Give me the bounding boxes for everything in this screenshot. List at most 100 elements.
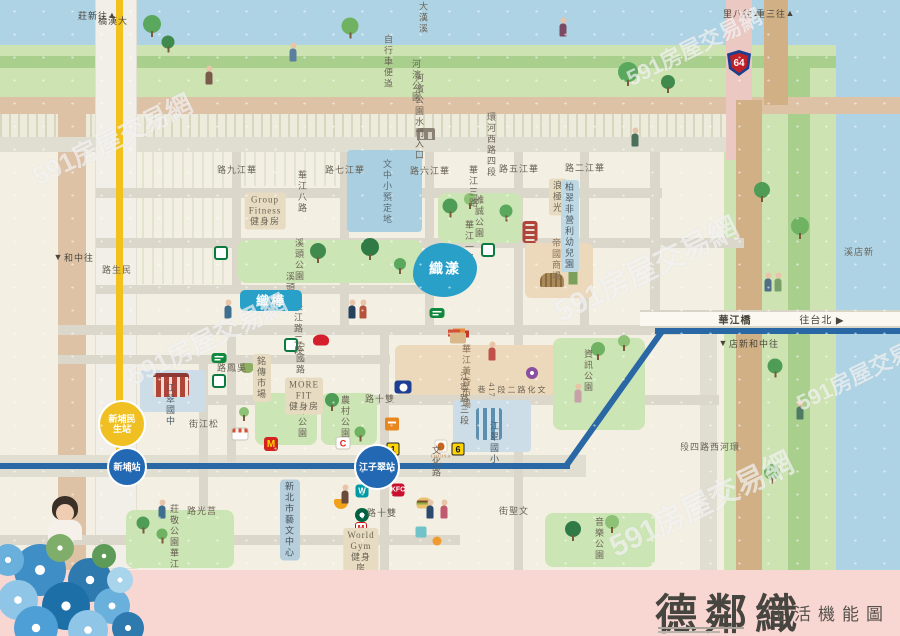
- map-label: 華江黃昏市場: [461, 344, 473, 409]
- road: [227, 330, 236, 462]
- flower-shape: [107, 567, 133, 593]
- mcd-icon: M: [264, 437, 278, 451]
- tree-icon: [442, 198, 458, 214]
- map-label: 柏翠非營利 幼兒園: [560, 180, 580, 272]
- direction-sign: 大漢橋: [97, 16, 127, 26]
- map-label: 松江街: [188, 419, 218, 429]
- purple-icon: [526, 367, 538, 379]
- person-figure: [348, 305, 356, 319]
- mrt-bannan-line: [0, 463, 570, 469]
- map-label: 帝國商場: [551, 238, 563, 281]
- woman-face: [56, 504, 74, 522]
- tree-icon: [361, 238, 379, 256]
- river-xindian: [832, 0, 900, 572]
- station-jiangzicui-label: 江子翠站: [358, 462, 395, 472]
- mug-icon: [415, 526, 427, 538]
- person-figure: [440, 505, 448, 519]
- park-label: 農村 公園: [340, 395, 352, 438]
- tree-icon: [791, 217, 809, 235]
- map-label: 環河西路四段: [679, 442, 739, 452]
- map-label: 華江八路: [297, 170, 309, 213]
- person-figure: [289, 48, 297, 62]
- huajiang-bridge: [640, 310, 900, 328]
- illustration-woman-flowers: [0, 480, 170, 636]
- map-label: 銘傳 市場: [252, 354, 272, 402]
- person-figure: [574, 389, 582, 403]
- bankgreen-icon: [429, 308, 445, 318]
- highway-64-number: 64: [730, 53, 748, 73]
- kind-icon: [522, 221, 538, 243]
- station-xinpu-label: 新埔站: [113, 462, 141, 472]
- map-label: 江翠國小: [489, 421, 501, 464]
- tree-icon: [310, 243, 326, 259]
- tree-icon: [341, 17, 359, 35]
- map-label: 大漢溪: [418, 1, 430, 34]
- seven-icon: [481, 243, 495, 257]
- map-label: 江翠國中: [165, 383, 177, 426]
- tree-icon: [354, 426, 366, 438]
- tree-icon: [499, 204, 513, 218]
- map-label: 文化路二段 417巷: [477, 382, 546, 398]
- map-label: 華江五路: [498, 164, 538, 174]
- station-xinpu-minsheng: 新埔民生站: [98, 400, 146, 448]
- seven-icon: [212, 374, 226, 388]
- person-figure: [359, 305, 367, 319]
- map-label: 莒光路: [186, 506, 216, 516]
- map-label: 雙十路: [364, 394, 394, 404]
- map-label: 華江六路: [409, 166, 449, 176]
- station-xinpu-minsheng-label: 新埔民生站: [108, 414, 136, 434]
- tree-icon: [754, 182, 770, 198]
- map-label: 民生路: [101, 265, 131, 275]
- direction-sign: 往中和新店 ▼: [718, 338, 778, 349]
- map-label: 自行車便道: [383, 34, 395, 89]
- map-label: 華江七路: [324, 165, 364, 175]
- direction-sign: 往中和 ▼: [53, 252, 93, 263]
- flowercart-icon: [450, 332, 466, 344]
- map-label: LOUISA: [430, 453, 452, 459]
- flower-shape: [92, 544, 116, 568]
- tree-icon: [325, 393, 339, 407]
- person-figure: [764, 278, 772, 292]
- road: [425, 152, 434, 334]
- map-label: 吳鳳路: [216, 363, 246, 373]
- map-title: 生活機能圖: [770, 605, 890, 624]
- mrt-bannan-line-bridge: [655, 328, 900, 334]
- map-label: 雙十路: [366, 508, 396, 518]
- map-label: 河濱公園水門入口: [414, 73, 426, 160]
- tree-icon: [565, 521, 581, 537]
- map-label: 華江九路: [216, 165, 256, 175]
- map-label: 宏國路: [295, 342, 307, 375]
- person-figure: [341, 490, 349, 504]
- footer-bar: [0, 570, 900, 636]
- map-label: Group Fitness 健身房: [244, 192, 286, 230]
- to-taipei-sign: 往台北 ▶: [799, 315, 845, 327]
- person-figure: [426, 505, 434, 519]
- tree-icon: [767, 358, 783, 374]
- park-label: 溪頭公園: [294, 238, 306, 281]
- kfc-icon: KFC: [391, 483, 405, 497]
- pizzahut-icon: [313, 334, 329, 346]
- person-figure: [205, 71, 213, 85]
- exit-icon: 6: [451, 442, 465, 456]
- project-zhiyang-label: 織漾: [429, 262, 461, 278]
- logo-caption-line: [658, 631, 720, 633]
- map-label: 華江二路: [564, 163, 604, 173]
- park-label: 雅誠 公園: [474, 195, 486, 238]
- map-label: 新北市 藝文中心: [279, 479, 301, 561]
- tree-icon: [394, 258, 406, 270]
- bankblue-icon: [394, 380, 412, 394]
- person-figure: [631, 133, 639, 147]
- person-figure: [488, 347, 496, 361]
- mrt-circular-line: [116, 0, 123, 462]
- flower-shape: [14, 606, 58, 636]
- station-jiangzicui: 江子翠站: [354, 444, 400, 490]
- map-label: World Gym 健身房: [343, 528, 379, 576]
- map-label: MORE FIT 健身房: [284, 377, 324, 415]
- flower-shape: [112, 612, 144, 636]
- map-label: 新店溪: [843, 247, 873, 257]
- person-figure: [774, 278, 782, 292]
- tree-icon: [143, 15, 161, 33]
- tree-icon: [239, 407, 249, 417]
- tree-icon: [618, 335, 630, 347]
